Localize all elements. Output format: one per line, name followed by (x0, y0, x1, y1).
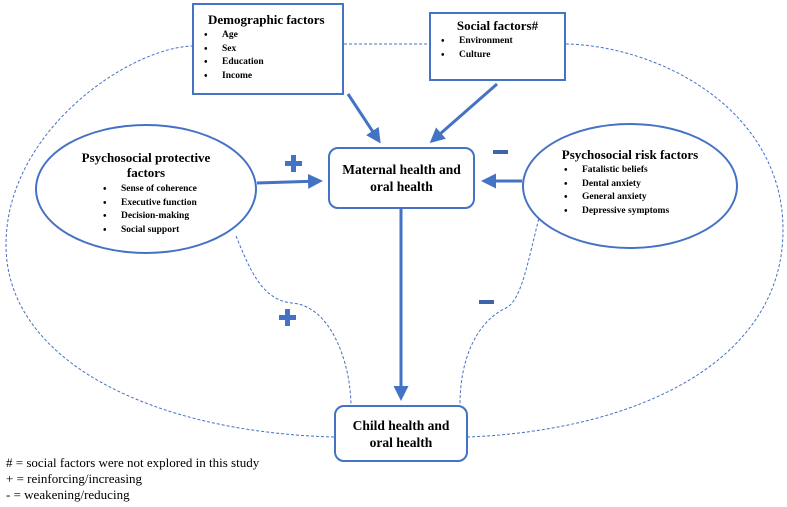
demographic-arrow (346, 93, 381, 144)
list-item: Dental anxiety (562, 178, 736, 192)
protective-factors-title-line1: Psychosocial protective (81, 150, 211, 165)
maternal-health-title: Maternal health and oral health (342, 161, 461, 195)
child-health-box: Child health and oral health (334, 405, 468, 462)
social-arrow (429, 82, 498, 143)
social-factors-box: Social factors# Environment Culture (429, 12, 566, 81)
list-item: Age (202, 29, 334, 43)
social-factors-title: Social factors# (456, 18, 539, 33)
legend-line-minus: - = weakening/reducing (6, 487, 130, 502)
list-item: Sex (202, 43, 334, 57)
plus-sign-icon (279, 309, 296, 326)
list-item: Income (202, 70, 334, 84)
social-factors-list: Environment Culture (439, 35, 556, 62)
minus-sign-icon (479, 300, 494, 304)
maternal-health-line2: oral health (370, 179, 433, 194)
list-item: Culture (439, 49, 556, 63)
list-item: Social support (101, 224, 255, 238)
demographic-factors-box: Demographic factors Age Sex Education In… (192, 3, 344, 95)
minus-sign-icon (493, 150, 508, 154)
risk-to-child-dashed (459, 213, 541, 405)
protective-factors-ellipse: Psychosocial protective factors Sense of… (35, 124, 257, 254)
protective-arrow (256, 173, 323, 189)
list-item: Environment (439, 35, 556, 49)
legend-line-plus: + = reinforcing/increasing (6, 471, 142, 486)
list-item: Education (202, 56, 334, 70)
list-item: Depressive symptoms (562, 205, 736, 219)
maternal-health-box: Maternal health and oral health (328, 147, 475, 209)
demographic-factors-list: Age Sex Education Income (202, 29, 334, 83)
list-item: General anxiety (562, 191, 736, 205)
risk-factors-list: Fatalistic beliefs Dental anxiety Genera… (562, 164, 736, 218)
list-item: Decision-making (101, 210, 255, 224)
legend: # = social factors were not explored in … (6, 455, 259, 503)
child-health-title: Child health and oral health (353, 417, 450, 451)
list-item: Executive function (101, 197, 255, 211)
maternal-health-line1: Maternal health and (342, 162, 461, 177)
child-health-line2: oral health (369, 434, 433, 450)
protective-factors-title: Psychosocial protective factors (61, 150, 231, 180)
list-item: Fatalistic beliefs (562, 164, 736, 178)
risk-factors-title: Psychosocial risk factors (561, 147, 699, 162)
outer-dashed-loop (5, 43, 784, 438)
protective-to-child-dashed (235, 235, 352, 405)
list-item: Sense of coherence (101, 183, 255, 197)
demographic-factors-title: Demographic factors (208, 12, 325, 27)
legend-line-hash: # = social factors were not explored in … (6, 455, 260, 470)
risk-factors-ellipse: Psychosocial risk factors Fatalistic bel… (522, 123, 738, 249)
child-health-line1: Child health and (352, 417, 450, 433)
protective-factors-title-line2: factors (126, 165, 166, 180)
protective-factors-list: Sense of coherence Executive function De… (101, 183, 255, 237)
plus-sign-icon (285, 155, 302, 172)
